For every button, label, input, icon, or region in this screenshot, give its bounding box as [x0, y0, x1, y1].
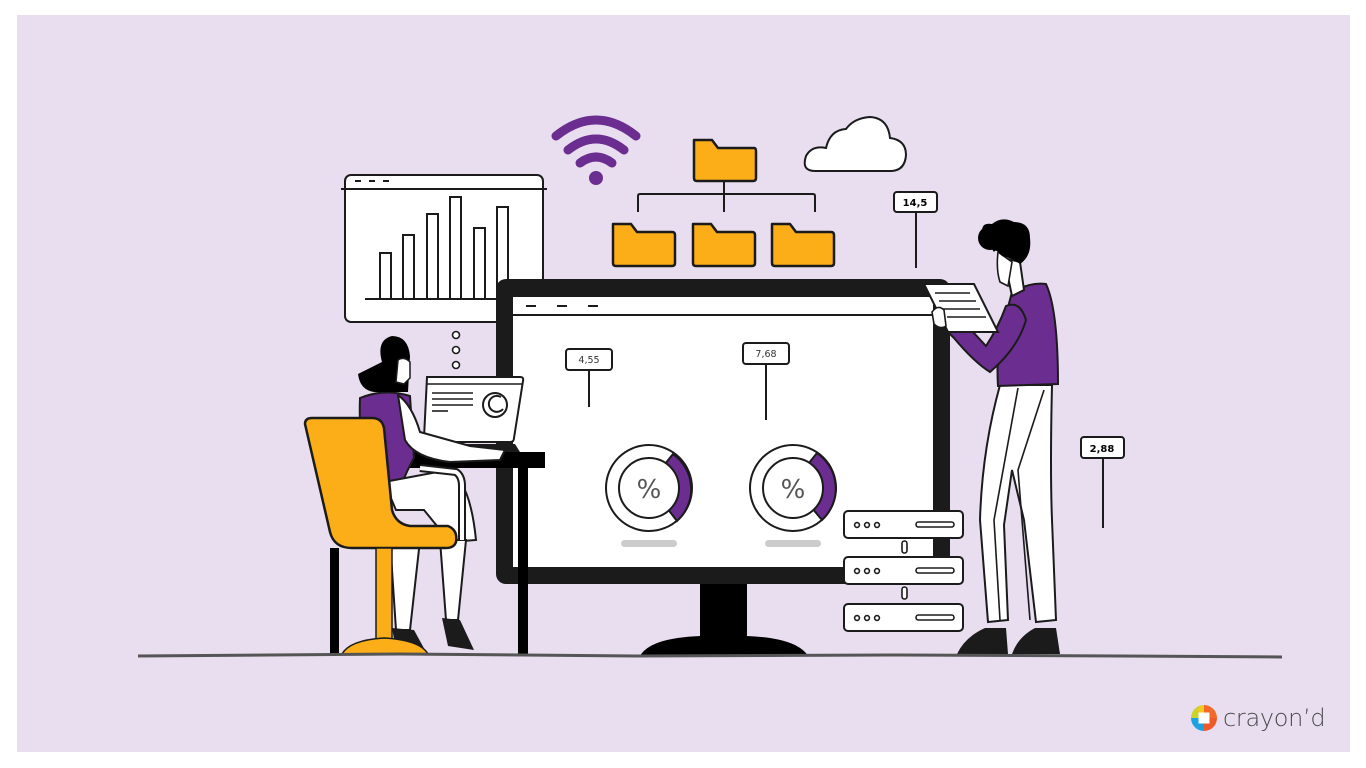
folder-icon: [692, 138, 758, 183]
floating-tag-1-value: 14,5: [903, 198, 928, 209]
percent-label: %: [781, 475, 806, 505]
chair: [303, 416, 466, 655]
bar-chart-bars: [379, 196, 509, 300]
folder-icon: [691, 222, 757, 268]
floating-tag-1: 14,5: [893, 191, 938, 268]
gauge-2-caption-bar: [765, 540, 821, 547]
value-tag: 4,55: [565, 348, 613, 407]
server-icon: [843, 556, 964, 585]
gauge-1: 4,55 %: [565, 348, 693, 547]
server-icon: [843, 603, 964, 632]
wifi-icon: [551, 115, 641, 168]
crayond-logo-icon: [1191, 705, 1217, 731]
floor-line: [137, 652, 1283, 659]
seated-person-desk: [303, 336, 545, 655]
percent-label: %: [637, 475, 662, 505]
gauge-2-tag-value: 7,68: [755, 349, 776, 360]
value-tag: 7,68: [742, 342, 790, 420]
server-icon: [843, 510, 964, 539]
floating-tag-2: 2,88: [1080, 436, 1125, 528]
cloud-icon: [803, 115, 908, 172]
standing-person: [922, 219, 1060, 654]
gauge-1-caption-bar: [621, 540, 677, 547]
folder-icon: [770, 222, 836, 268]
folder-hierarchy: [611, 138, 836, 268]
thought-dots: [451, 330, 461, 370]
gauge-1-tag-value: 4,55: [578, 355, 599, 366]
main-monitor: [496, 279, 950, 656]
wifi-dot: [589, 171, 603, 185]
brand-logo: crayon’d: [1191, 703, 1326, 733]
gauge-2: 7,68 %: [742, 342, 837, 547]
folder-icon: [611, 222, 677, 268]
server-stack: [843, 510, 964, 632]
refresh-logo-icon: [482, 392, 508, 418]
floating-tag-2-value: 2,88: [1090, 444, 1115, 455]
brand-name: crayon’d: [1223, 704, 1326, 732]
bar-chart-window: [341, 174, 547, 323]
